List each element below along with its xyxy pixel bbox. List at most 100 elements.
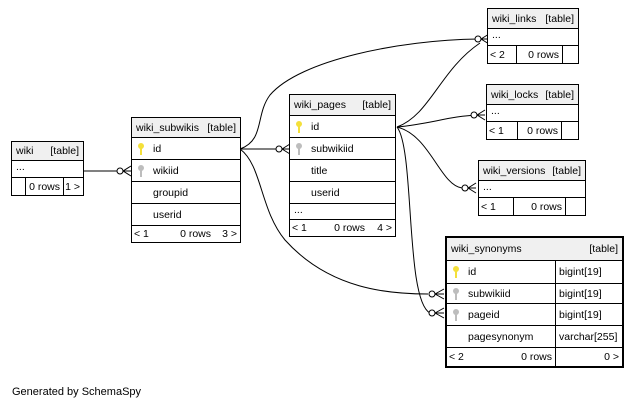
column-type: bigint[19] <box>559 266 602 278</box>
parents-count[interactable]: < 1 <box>481 200 496 213</box>
relation-pages-versions <box>396 126 463 189</box>
table-header: wiki [table] <box>12 142 83 161</box>
table-footer: < 1 0 rows <box>479 198 585 215</box>
column-type: bigint[19] <box>559 287 602 300</box>
column-row[interactable]: subwikiid bigint[19] <box>447 284 622 304</box>
relation-pages-synonyms <box>396 126 431 314</box>
parents-count[interactable] <box>12 178 25 195</box>
table-name: wiki_pages <box>294 99 346 111</box>
table-name: wiki_locks <box>491 88 539 101</box>
crowfoot-synonyms-subwikiid <box>428 288 445 300</box>
row-count: 0 rows <box>180 228 211 240</box>
table-ellipsis-row: ... <box>290 204 395 220</box>
column-name: pagesynonym <box>468 330 534 343</box>
table-ellipsis-row: ... <box>487 105 578 122</box>
table-name: wiki_links <box>492 12 537 25</box>
row-count: 0 rows <box>334 222 365 234</box>
crowfoot-subwikis-pages <box>275 143 291 155</box>
table-wiki-versions[interactable]: wiki_versions [table] ... < 1 0 rows <box>478 160 586 216</box>
table-wiki-locks[interactable]: wiki_locks [table] ... < 1 0 rows <box>486 84 579 140</box>
table-footer: 0 rows 1 > <box>12 178 83 195</box>
ellipsis: ... <box>492 29 501 42</box>
primary-key-icon <box>296 120 302 133</box>
column-row[interactable]: pagesynonym varchar[255] <box>447 326 622 348</box>
ellipsis: ... <box>491 105 500 118</box>
table-wiki[interactable]: wiki [table] ... 0 rows 1 > <box>11 141 84 196</box>
column-row[interactable]: id <box>132 138 240 160</box>
children-count[interactable]: 1 > <box>63 178 83 195</box>
row-count: 0 rows <box>516 46 562 63</box>
foreign-key-icon <box>138 164 144 177</box>
parents-count[interactable]: < 1 <box>292 222 307 234</box>
column-row[interactable]: pageid bigint[19] <box>447 304 622 326</box>
table-footer: < 2 0 rows <box>488 46 578 63</box>
table-wiki-pages[interactable]: wiki_pages [table] id subwikiid title us… <box>289 94 396 237</box>
crowfoot-synonyms-pageid <box>428 307 445 319</box>
column-row[interactable]: wikiid <box>132 160 240 182</box>
parents-count[interactable]: < 2 <box>490 48 505 61</box>
table-name: wiki <box>16 145 34 157</box>
relation-subwikis-synonyms <box>239 148 429 295</box>
table-tag: [table] <box>50 145 79 157</box>
column-row[interactable]: id <box>290 116 395 138</box>
table-tag: [table] <box>545 88 574 101</box>
table-wiki-synonyms[interactable]: wiki_synonyms [table] id bigint[19] subw… <box>445 236 624 368</box>
table-footer: < 1 0 rows <box>487 122 578 139</box>
children-count[interactable] <box>561 122 578 139</box>
column-name: id <box>468 266 477 278</box>
column-name: groupid <box>153 186 189 199</box>
row-count: 0 rows <box>517 122 561 139</box>
table-header: wiki_locks [table] <box>487 85 578 105</box>
children-count[interactable]: 3 > <box>222 228 237 240</box>
table-header: wiki_versions [table] <box>479 161 585 181</box>
foreign-key-icon <box>296 142 302 155</box>
column-name: userid <box>153 208 182 221</box>
table-tag: [table] <box>545 12 574 25</box>
parents-count[interactable]: < 1 <box>134 228 149 240</box>
row-count: 0 rows <box>521 351 552 363</box>
table-tag: [table] <box>362 99 391 111</box>
table-header: wiki_subwikis [table] <box>132 118 240 138</box>
relation-pages-links <box>396 42 481 128</box>
crowfoot-locks <box>470 109 486 121</box>
column-name: title <box>311 164 328 177</box>
table-footer: < 1 0 rows 4 > <box>290 220 395 236</box>
table-footer: < 1 0 rows 3 > <box>132 226 240 242</box>
relation-subwikis-links <box>239 38 479 150</box>
column-name: userid <box>311 186 340 199</box>
children-count[interactable] <box>565 198 585 215</box>
relation-pages-locks <box>396 114 479 128</box>
table-wiki-links[interactable]: wiki_links [table] ... < 2 0 rows <box>487 8 579 64</box>
primary-key-icon <box>138 142 144 155</box>
table-name: wiki_versions <box>483 164 546 177</box>
crowfoot-wiki-subwikis <box>116 165 132 177</box>
column-name: id <box>311 120 320 133</box>
table-name: wiki_subwikis <box>136 121 200 134</box>
column-row[interactable]: subwikiid <box>290 138 395 160</box>
children-count[interactable]: 0 > <box>555 348 622 366</box>
column-name: subwikiid <box>468 287 511 300</box>
table-wiki-subwikis[interactable]: wiki_subwikis [table] id wikiid groupid … <box>131 117 241 243</box>
table-ellipsis-row: ... <box>479 181 585 198</box>
children-count[interactable]: 4 > <box>377 222 392 234</box>
table-header: wiki_synonyms [table] <box>447 238 622 261</box>
column-name: subwikiid <box>311 142 354 155</box>
parents-count[interactable]: < 1 <box>489 124 504 137</box>
table-tag: [table] <box>207 121 236 134</box>
table-ellipsis-row: ... <box>12 161 83 178</box>
generated-by-label: Generated by SchemaSpy <box>12 386 142 398</box>
table-header: wiki_links [table] <box>488 9 578 29</box>
column-name: wikiid <box>153 164 179 177</box>
parents-count[interactable]: < 2 <box>449 351 464 363</box>
column-row[interactable]: userid <box>290 182 395 204</box>
column-row[interactable]: title <box>290 160 395 182</box>
row-count: 0 rows <box>513 198 565 215</box>
children-count[interactable] <box>562 46 578 63</box>
table-tag: [table] <box>552 164 581 177</box>
column-row[interactable]: groupid <box>132 182 240 204</box>
column-row[interactable]: userid <box>132 204 240 226</box>
table-header: wiki_pages [table] <box>290 95 395 116</box>
primary-key-icon <box>453 266 459 278</box>
column-row[interactable]: id bigint[19] <box>447 261 622 284</box>
